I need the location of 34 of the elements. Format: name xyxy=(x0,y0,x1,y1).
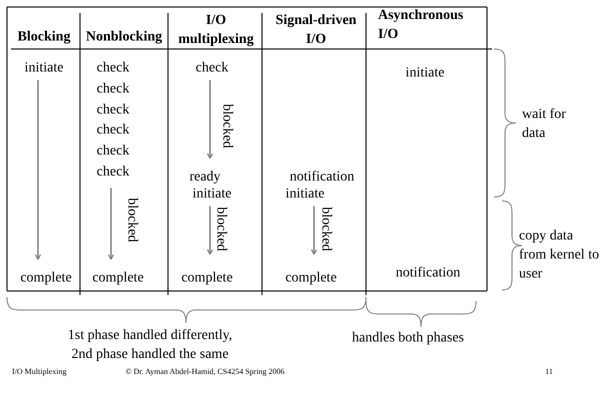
step-label: complete xyxy=(285,270,337,288)
step-label: check xyxy=(196,60,228,78)
step-label: complete xyxy=(92,270,144,288)
step-label: check xyxy=(96,122,130,140)
step-label: check xyxy=(96,142,130,160)
column-header: Asynchronous I/O xyxy=(378,7,464,44)
annotation-text: copy data from kernel to user xyxy=(519,228,600,284)
state-label: blocked xyxy=(124,198,140,242)
column-header: Signal-driven I/O xyxy=(274,12,358,49)
step-label: initiate xyxy=(24,60,64,78)
step-label: initiate xyxy=(192,186,232,204)
step-label: complete xyxy=(181,270,233,288)
state-label: blocked xyxy=(212,206,230,252)
step-label: initiate xyxy=(406,64,444,82)
step-label: check xyxy=(96,102,130,120)
step-label: initiate xyxy=(286,186,324,204)
step-label: check xyxy=(96,164,130,182)
annotation-text: wait for data xyxy=(522,106,567,143)
annotation-text: handles both phases xyxy=(352,330,464,348)
annotation-text: 1st phase handled differently, 2nd phase handled the same xyxy=(66,327,234,364)
footer-text: © Dr. Ayman Abdel-Hamid, CS4254 Spring 2006 xyxy=(125,367,285,377)
state-label: blocked xyxy=(218,104,236,148)
column-header: Nonblocking xyxy=(86,28,162,46)
column-header: Blocking xyxy=(18,28,70,46)
state-label: blocked xyxy=(318,206,334,252)
step-label: complete xyxy=(20,270,72,288)
footer-text: 11 xyxy=(545,367,553,377)
footer-text: I/O Multiplexing xyxy=(12,367,66,377)
step-label: check xyxy=(96,60,130,78)
column-header: I/O multiplexing xyxy=(177,12,255,49)
step-label: notification xyxy=(290,168,354,186)
step-label: ready xyxy=(189,168,221,186)
step-label: notification xyxy=(396,264,460,282)
step-label: check xyxy=(96,80,130,98)
